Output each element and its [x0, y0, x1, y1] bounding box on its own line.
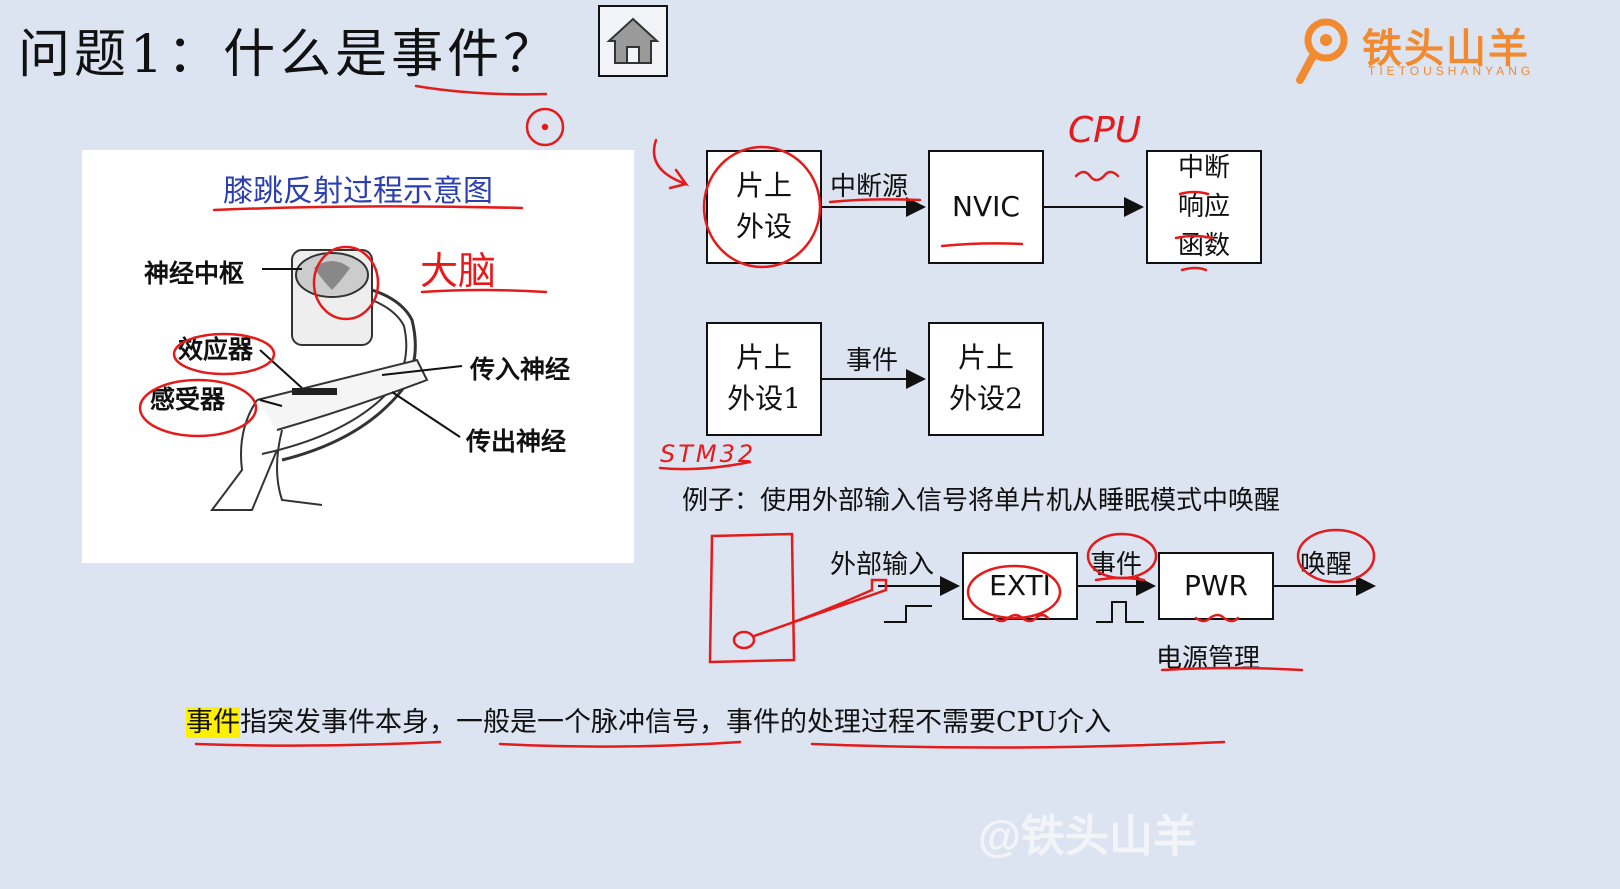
label-wake: 唤醒 — [1300, 550, 1353, 580]
edge-label-event: 事件 — [846, 346, 899, 376]
box-peripheral-2: 片上外设2 — [928, 322, 1044, 436]
knee-reflex-figure: 膝跳反射过程示意图 神经中枢 效应器 感受器 传入神经 传出神经 — [82, 150, 634, 563]
box-text: NVIC — [952, 189, 1020, 223]
box-onchip-peripheral: 片上外设 — [706, 150, 822, 264]
figure-title: 膝跳反射过程示意图 — [223, 174, 493, 209]
box-peripheral-1: 片上外设1 — [706, 322, 822, 436]
edge-label-interrupt-source: 中断源 — [830, 172, 909, 202]
goat-logo-icon — [1296, 18, 1348, 84]
box-text-line: 响应 — [1177, 191, 1230, 222]
logo-text: 铁头山羊 — [1362, 27, 1530, 71]
box-pwr: PWR — [1158, 552, 1274, 620]
label-receptor: 感受器 — [150, 385, 226, 414]
definition-text: 事件指突发事件本身，一般是一个脉冲信号，事件的处理过程不需要CPU介入 — [186, 700, 1111, 739]
logo-subtitle: TIETOUSHANYANG — [1368, 64, 1535, 78]
box-text-line: 函数 — [1177, 230, 1230, 261]
label-power-management: 电源管理 — [1156, 644, 1261, 674]
home-button[interactable] — [598, 5, 668, 77]
label-event: 事件 — [1090, 550, 1143, 580]
box-text: PWR — [1183, 568, 1249, 602]
box-text-line: 外设 — [735, 210, 792, 243]
label-external-input: 外部输入 — [830, 550, 935, 580]
box-exti: EXTI — [962, 552, 1078, 620]
annotation-brain: 大脑 — [420, 249, 497, 293]
brand-logo: 铁头山羊 TIETOUSHANYANG — [1296, 14, 1588, 84]
label-afferent-nerve: 传入神经 — [470, 355, 571, 384]
example-text: 例子：使用外部输入信号将单片机从睡眠模式中唤醒 — [682, 486, 1281, 516]
box-interrupt-handler: 中断响应函数 — [1146, 150, 1262, 264]
label-effector: 效应器 — [178, 335, 254, 364]
page-title: 问题1：什么是事件？ — [18, 25, 560, 85]
box-text-line: 中断 — [1177, 152, 1230, 183]
box-text-line: 片上 — [735, 341, 792, 375]
box-text-line: 外设2 — [949, 382, 1023, 415]
box-text: EXTI — [989, 568, 1051, 602]
box-text-line: 片上 — [735, 169, 792, 203]
box-text-line: 外设1 — [727, 382, 801, 415]
highlighted-term: 事件 — [186, 707, 240, 738]
definition-rest: 指突发事件本身，一般是一个脉冲信号，事件的处理过程不需要CPU介入 — [240, 707, 1112, 738]
label-nerve-center: 神经中枢 — [144, 259, 245, 288]
box-nvic: NVIC — [928, 150, 1044, 264]
watermark: @铁头山羊 — [978, 812, 1197, 861]
label-efferent-nerve: 传出神经 — [466, 427, 567, 456]
box-text-line: 片上 — [957, 341, 1014, 375]
annotation-cpu: CPU — [1068, 110, 1142, 151]
home-icon — [606, 17, 660, 64]
annotation-stm32: STM32 — [660, 440, 757, 468]
